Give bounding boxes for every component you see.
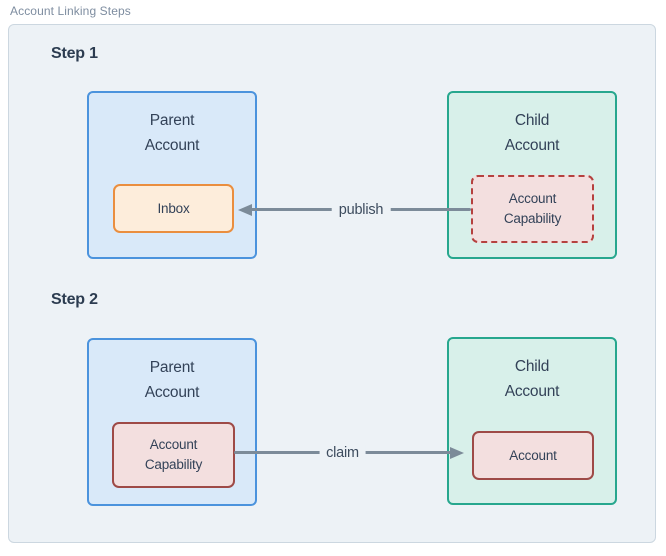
step-2-heading: Step 2 [51, 291, 98, 308]
step-1-inbox-node-label: Inbox [157, 200, 190, 216]
publish-arrow: publish [238, 201, 471, 218]
step-2-child-account-box: Child Account Account [447, 337, 617, 505]
step-2-parent-account-title: Parent Account [144, 359, 200, 401]
step-1-child-account-title: Child Account [504, 112, 560, 154]
diagram-title: Account Linking Steps [10, 4, 131, 18]
claim-arrow: claim [234, 444, 464, 461]
step-2-child-account-title: Child Account [504, 358, 560, 400]
step-1-account-capability-node-label: Account Capability [503, 191, 562, 226]
step-2-parent-account-box: Parent Account Account Capability [87, 338, 257, 506]
step-1-account-capability-node: Account Capability [471, 175, 594, 243]
step-1-parent-account-box: Parent Account Inbox [87, 91, 257, 259]
step-2-account-node-label: Account [509, 447, 557, 463]
step-2-account-node: Account [472, 431, 594, 480]
arrowhead-right-icon [450, 446, 464, 459]
arrowhead-left-icon [238, 203, 252, 216]
claim-arrow-label: claim [319, 444, 366, 461]
step-1-heading: Step 1 [51, 45, 98, 62]
step-1-inbox-node: Inbox [113, 184, 234, 233]
step-1-child-account-box: Child Account Account Capability [447, 91, 617, 259]
step-2-account-capability-node: Account Capability [112, 422, 235, 488]
step-2-account-capability-node-label: Account Capability [144, 437, 203, 472]
diagram-panel: Step 1 Parent Account Inbox Child Accoun… [8, 24, 656, 543]
step-1-parent-account-title: Parent Account [144, 112, 200, 154]
publish-arrow-label: publish [331, 201, 391, 218]
